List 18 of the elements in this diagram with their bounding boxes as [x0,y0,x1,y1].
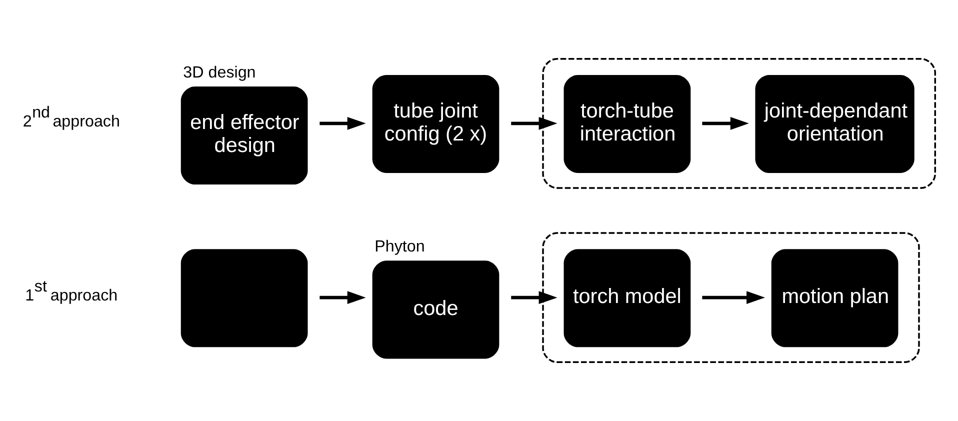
arrow [702,291,766,304]
arrow [320,116,366,130]
arrow [702,116,749,130]
arrow [511,116,558,130]
cluster [542,232,920,364]
node-box: torch model [564,249,691,348]
node-box: motion plan [771,249,898,348]
node-label: Phyton [374,238,425,256]
node-label: 3D design [183,64,256,82]
node-box: torch-tube interaction [564,74,691,174]
node-box [180,249,308,348]
node-box: code [372,260,500,359]
node-box: joint-dependant orientation [755,74,914,174]
node-box: tube joint config (2 x) [372,74,500,174]
node-box: end effector design [180,86,308,185]
arrow [320,291,366,304]
cluster [542,58,936,189]
arrow [511,291,558,304]
